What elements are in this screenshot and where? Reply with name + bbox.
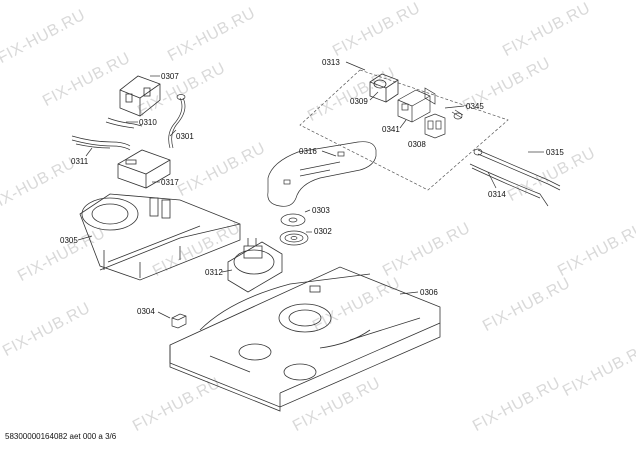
leader-line	[399, 119, 407, 129]
label-0302: 0302	[314, 227, 332, 236]
part-0314	[469, 163, 549, 207]
part-0345	[424, 87, 464, 120]
leader-line	[221, 269, 233, 273]
part-0303	[280, 213, 306, 227]
label-0303: 0303	[312, 206, 330, 215]
leader-line	[321, 150, 337, 157]
part-0310	[105, 117, 143, 129]
part-0317	[117, 149, 171, 189]
label-0345: 0345	[466, 102, 484, 111]
leader-line	[157, 311, 171, 319]
leader-line	[304, 209, 311, 213]
label-0304: 0304	[137, 307, 155, 316]
label-0310: 0310	[139, 118, 157, 127]
label-0309: 0309	[350, 97, 368, 106]
label-0306: 0306	[420, 288, 438, 297]
label-0316: 0316	[299, 147, 317, 156]
part-0312	[227, 238, 283, 293]
label-0313: 0313	[322, 58, 340, 67]
part-0301	[168, 94, 186, 149]
leader-line	[169, 129, 177, 137]
label-0314: 0314	[488, 190, 506, 199]
label-0341: 0341	[382, 125, 400, 134]
label-0305: 0305	[60, 236, 78, 245]
leader-line	[444, 105, 465, 109]
label-0311: 0311	[71, 157, 89, 166]
label-0317: 0317	[161, 178, 179, 187]
leader-line	[487, 171, 497, 189]
label-0307: 0307	[161, 72, 179, 81]
assembly-0313-outline	[299, 69, 509, 191]
leader-line	[345, 61, 366, 71]
part-0341	[397, 89, 431, 123]
part-0311	[71, 135, 131, 151]
diagram-reference-footer: 58300000164082 aet 000 a 3/6	[5, 432, 117, 441]
label-0312: 0312	[205, 268, 223, 277]
label-0301: 0301	[176, 132, 194, 141]
leader-line	[85, 147, 93, 157]
part-0315	[473, 148, 561, 191]
leader-line	[369, 91, 379, 101]
part-0308	[424, 113, 446, 139]
label-0308: 0308	[408, 140, 426, 149]
part-0306	[169, 266, 441, 412]
part-0305	[79, 193, 241, 281]
part-0304	[171, 313, 187, 329]
leader-line	[77, 235, 93, 241]
label-0315: 0315	[546, 148, 564, 157]
part-0309	[369, 73, 399, 103]
leader-line	[399, 291, 419, 295]
part-0316	[267, 141, 377, 207]
part-0302	[279, 230, 309, 246]
part-0307	[119, 75, 161, 117]
